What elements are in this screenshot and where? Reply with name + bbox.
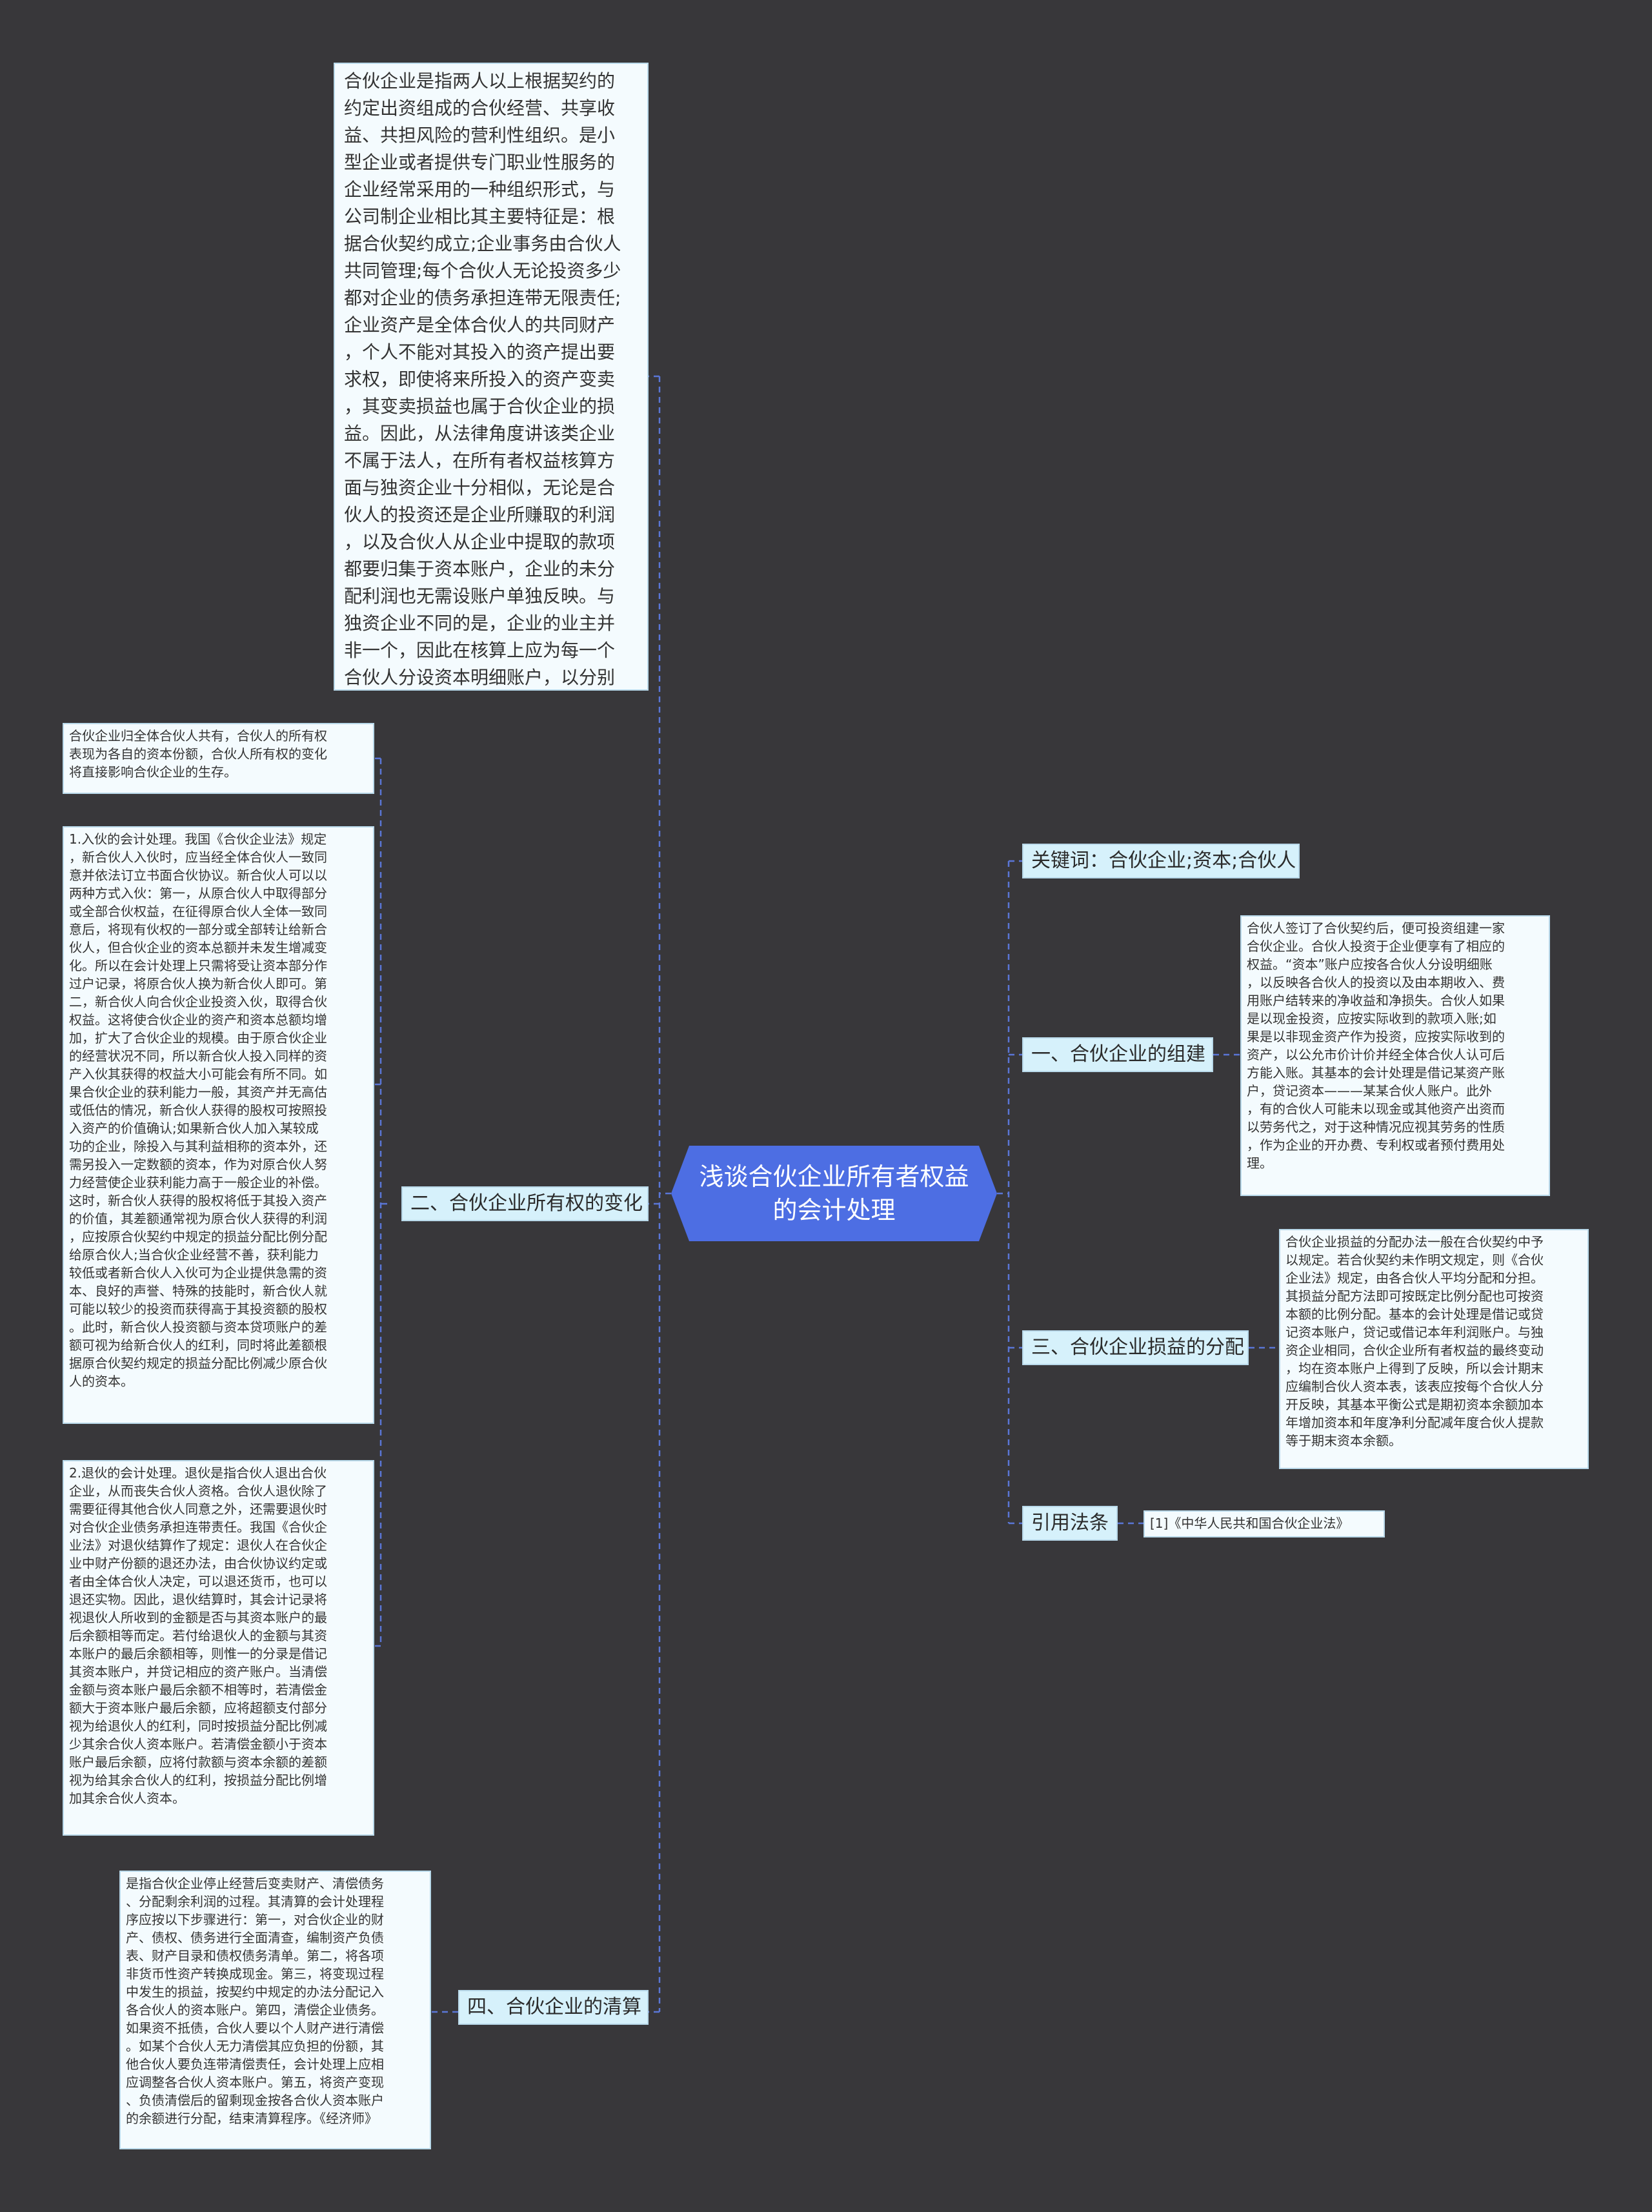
branch-keywords[interactable]: 关键词：合伙企业;资本;合伙人: [1022, 844, 1300, 878]
note-citation: [1]《中华人民共和国合伙企业法》: [1143, 1510, 1385, 1537]
branch-formation[interactable]: 一、合伙企业的组建: [1022, 1037, 1213, 1072]
note-profit-distribution: 合伙企业损益的分配办法一般在合伙契约中予 以规定。若合伙契约未作明文规定，则《合…: [1279, 1229, 1589, 1469]
note-liquidation: 是指合伙企业停止经营后变卖财产、清偿债务 、分配剩余利润的过程。其清算的会计处理…: [119, 1871, 431, 2149]
note-withdrawal-accounting: 2.退伙的会计处理。退伙是指合伙人退出合伙 企业，从而丧失合伙人资格。合伙人退伙…: [63, 1460, 374, 1836]
branch-profit-distribution[interactable]: 三、合伙企业损益的分配: [1022, 1330, 1249, 1365]
branch-citation[interactable]: 引用法条: [1022, 1506, 1118, 1541]
branch-ownership-change[interactable]: 二、合伙企业所有权的变化: [401, 1186, 649, 1221]
note-formation: 合伙人签订了合伙契约后，便可投资组建一家 合伙企业。合伙人投资于企业便享有了相应…: [1240, 915, 1550, 1196]
branch-liquidation[interactable]: 四、合伙企业的清算: [458, 1990, 649, 2025]
central-topic[interactable]: 浅谈合伙企业所有者权益 的会计处理: [671, 1146, 997, 1241]
note-admission-accounting: 1.入伙的会计处理。我国《合伙企业法》规定 ，新合伙人入伙时，应当经全体合伙人一…: [63, 826, 374, 1424]
note-ownership-intro: 合伙企业归全体合伙人共有，合伙人的所有权 表现为各自的资本份额，合伙人所有权的变…: [63, 723, 374, 794]
note-partnership-definition: 合伙企业是指两人以上根据契约的 约定出资组成的合伙经营、共享收 益、共担风险的营…: [334, 63, 649, 691]
